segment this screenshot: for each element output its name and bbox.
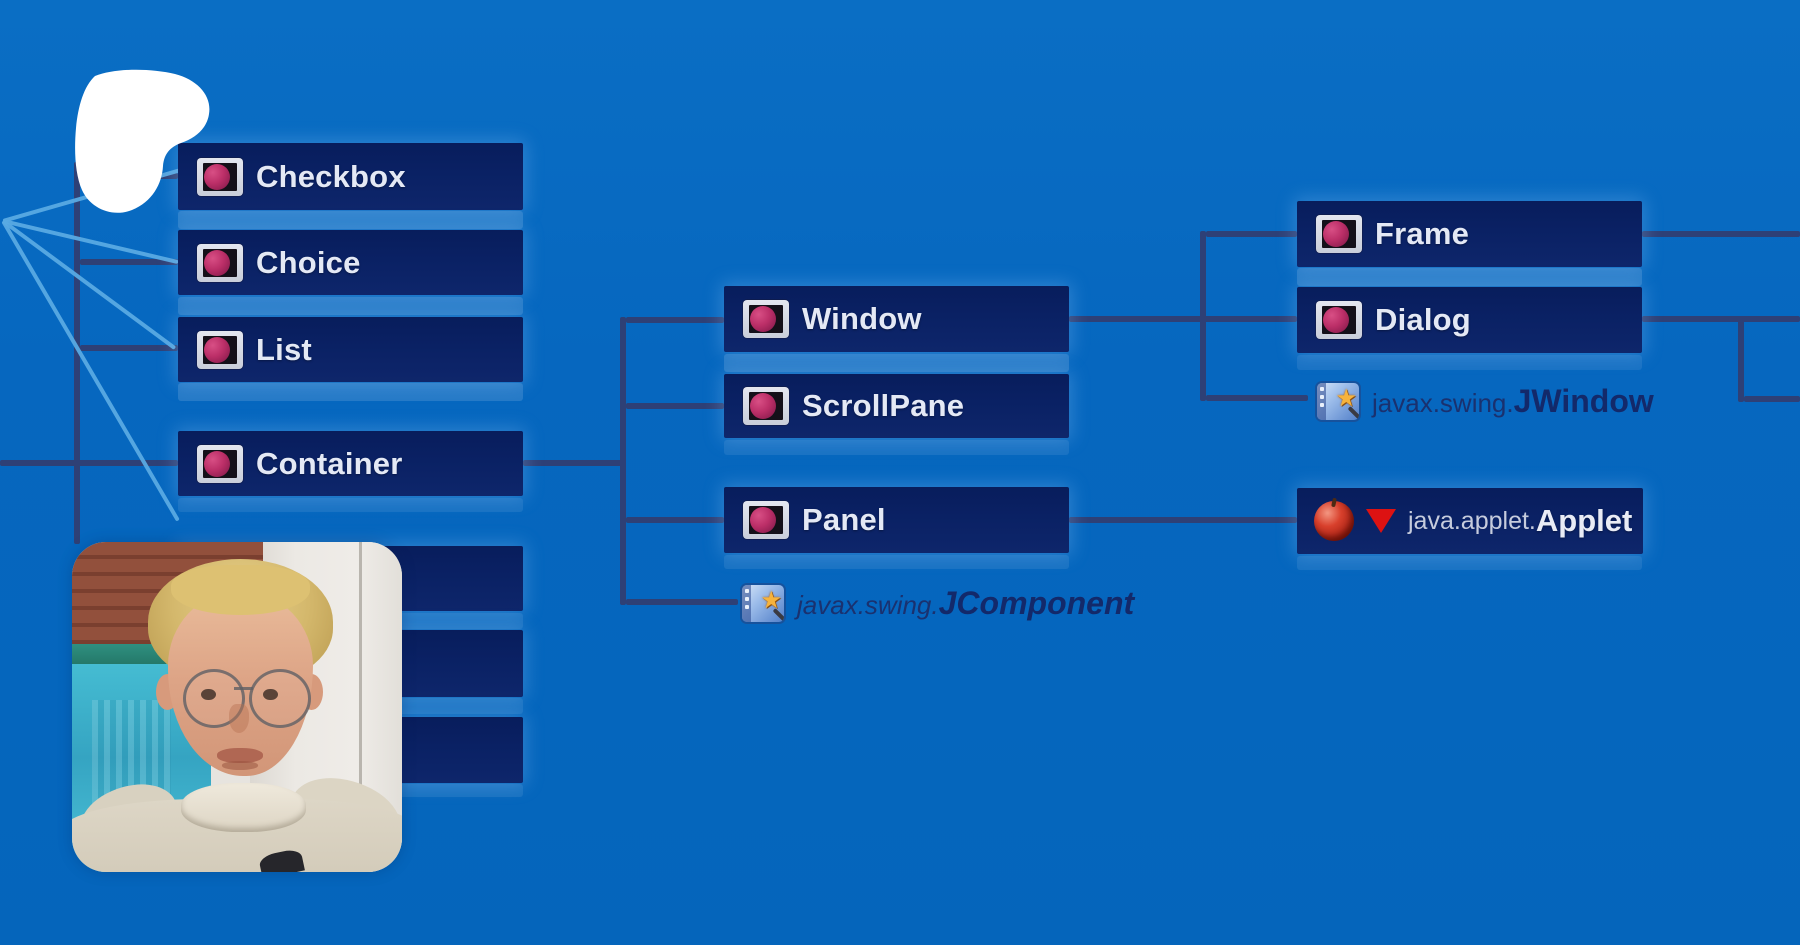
gap-stripe xyxy=(724,354,1069,372)
component-icon xyxy=(743,300,789,338)
connector-vertical-right xyxy=(1200,231,1206,401)
magenta-ball-icon xyxy=(204,249,230,276)
class-name: JComponent xyxy=(938,585,1135,621)
class-label: Checkbox xyxy=(256,158,406,194)
photo-hair-fringe xyxy=(171,565,310,615)
class-label: Panel xyxy=(802,502,886,537)
connector-step-vertical-right xyxy=(1738,316,1744,402)
class-box-applet: java.applet.Applet xyxy=(1297,488,1643,554)
class-name: Applet xyxy=(1535,503,1633,538)
connector-dialog-offscreen-right xyxy=(1642,316,1800,322)
magenta-ball-icon xyxy=(1323,307,1349,333)
connector-stub-choice xyxy=(80,259,178,265)
connector-container-to-children xyxy=(523,460,626,466)
connector-stub-scrollpane xyxy=(626,403,724,409)
connector-stub-list xyxy=(80,345,178,351)
package-prefix: java.applet. xyxy=(1408,506,1536,535)
filmstrip-decoration xyxy=(742,585,751,622)
connector-stub-jwindow xyxy=(1206,395,1308,401)
presenter-webcam-photo xyxy=(72,542,402,872)
gap-stripe xyxy=(178,297,523,315)
gap-stripe xyxy=(178,383,523,401)
class-label: ScrollPane xyxy=(802,388,965,423)
component-icon xyxy=(197,243,243,282)
apple-stem xyxy=(1331,497,1337,508)
gap-stripe xyxy=(1297,355,1642,370)
connector-panel-to-applet xyxy=(1069,517,1297,523)
photo-lip-shadow xyxy=(222,761,259,770)
magenta-ball-icon xyxy=(204,163,230,190)
wand-handle xyxy=(772,608,784,622)
connector-container-from-left xyxy=(0,460,178,466)
magenta-ball-icon xyxy=(1323,221,1349,247)
magic-wand-icon: ★ xyxy=(1317,382,1359,420)
class-box-container: Container xyxy=(178,431,523,496)
magenta-ball-icon xyxy=(750,393,776,419)
connector-stub-jcomponent xyxy=(626,599,738,605)
component-icon xyxy=(197,330,243,369)
swing-ref-jcomponent: ★ javax.swing.JComponent xyxy=(742,585,1134,622)
photo-eye-left xyxy=(200,688,216,701)
connector-stub-frame xyxy=(1206,231,1297,237)
connector-stub-window xyxy=(626,317,724,323)
component-icon xyxy=(743,387,789,425)
photo-nose xyxy=(228,703,249,734)
magenta-ball-icon xyxy=(750,507,776,533)
class-box-panel: Panel xyxy=(724,487,1069,553)
gap-stripe xyxy=(1297,268,1642,286)
component-icon xyxy=(1316,301,1362,339)
gap-stripe xyxy=(178,498,523,512)
component-icon xyxy=(197,444,243,483)
apple-icon xyxy=(1314,497,1354,541)
connector-vertical-middle xyxy=(620,317,626,605)
class-box-dialog: Dialog xyxy=(1297,287,1642,353)
photo-door-edge xyxy=(359,542,362,872)
class-box-window: Window xyxy=(724,286,1069,352)
gap-stripe xyxy=(178,211,523,229)
gap-stripe xyxy=(724,440,1069,455)
photo-eye-right xyxy=(263,688,279,701)
connector-window-to-dialog xyxy=(1069,316,1297,322)
connector-stub-panel xyxy=(626,517,724,523)
swing-ref-text: javax.swing.JWindow xyxy=(1372,383,1654,420)
red-triangle-icon xyxy=(1366,509,1396,533)
white-blob-annotation xyxy=(75,69,210,213)
class-name: JWindow xyxy=(1513,382,1654,419)
star-glyph: ★ xyxy=(1335,384,1357,412)
magenta-ball-icon xyxy=(204,450,230,477)
package-prefix: javax.swing. xyxy=(797,590,939,620)
magenta-ball-icon xyxy=(204,336,230,363)
photo-turtleneck-collar xyxy=(180,782,307,833)
class-box-frame: Frame xyxy=(1297,201,1642,267)
class-label: Container xyxy=(256,445,403,481)
class-label: Choice xyxy=(256,244,361,280)
photo-mouth xyxy=(217,748,264,764)
swing-ref-jwindow: ★ javax.swing.JWindow xyxy=(1317,382,1654,420)
component-icon xyxy=(197,157,243,196)
component-icon xyxy=(1316,215,1362,253)
gap-stripe xyxy=(1297,556,1642,570)
class-label: Frame xyxy=(1375,216,1470,251)
class-label: Dialog xyxy=(1375,302,1471,337)
class-box-list: List xyxy=(178,317,523,382)
swing-ref-text: javax.swing.JComponent xyxy=(797,585,1134,622)
photo-glasses-right-lens xyxy=(248,669,311,728)
class-label: Window xyxy=(802,301,922,336)
class-box-choice: Choice xyxy=(178,230,523,295)
callout-ray-container xyxy=(1,219,180,522)
gap-stripe xyxy=(724,555,1069,569)
photo-glasses-bridge xyxy=(233,687,254,691)
filmstrip-decoration xyxy=(1317,382,1326,420)
package-prefix: javax.swing. xyxy=(1372,387,1514,418)
connector-frame-offscreen-right xyxy=(1642,231,1800,237)
magic-wand-icon: ★ xyxy=(742,585,784,622)
star-glyph: ★ xyxy=(760,587,782,614)
connector-step-offscreen-right xyxy=(1744,396,1800,402)
class-box-scrollpane: ScrollPane xyxy=(724,374,1069,438)
component-icon xyxy=(743,501,789,539)
magenta-ball-icon xyxy=(750,306,776,332)
class-box-checkbox: Checkbox xyxy=(178,143,523,210)
class-label: List xyxy=(256,331,312,367)
